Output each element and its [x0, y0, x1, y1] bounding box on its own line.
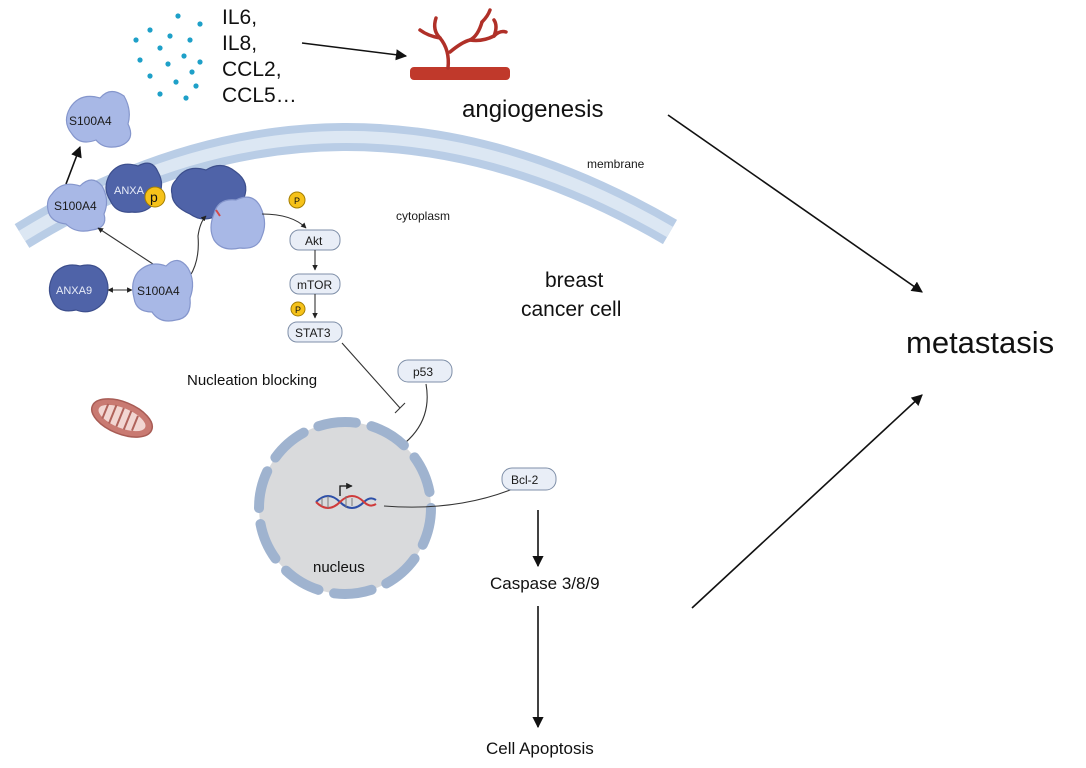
cytokine-dot	[175, 13, 181, 19]
breast-label: breast	[545, 269, 604, 292]
cytokine-il6: IL6,	[222, 6, 257, 29]
s100a4-membrane-protein: S100A4	[46, 179, 108, 232]
phospho-badge-akt: P	[288, 191, 306, 209]
arrow-angiogenesis-to-metastasis	[667, 114, 923, 293]
stat3-label: STAT3	[295, 326, 331, 340]
mtor-node: mTOR	[289, 273, 341, 295]
cytokine-dot	[133, 37, 139, 43]
arrow-s100a4-secretion	[65, 145, 82, 185]
protein-complex-icon	[170, 164, 266, 250]
stat3-node: STAT3	[287, 321, 343, 343]
bcl2-node: Bcl-2	[501, 467, 557, 491]
blood-vessel-icon	[410, 8, 510, 80]
mtor-label: mTOR	[297, 278, 332, 292]
cell-apoptosis-label: Cell Apoptosis	[486, 739, 594, 758]
cytokine-dot	[147, 27, 153, 33]
nucleus-label: nucleus	[313, 559, 365, 576]
nucleation-blocking-label: Nucleation blocking	[187, 372, 317, 389]
cytokine-dot	[157, 91, 163, 97]
nucleus	[254, 417, 436, 599]
s100a4-secreted-protein: S100A4	[65, 90, 132, 148]
arrow-cytokines-to-angiogenesis	[301, 42, 408, 61]
metastasis-label: metastasis	[906, 325, 1054, 360]
phospho-label: p	[150, 189, 158, 205]
cytokine-dot	[157, 45, 163, 51]
arrow-caspase-to-metastasis	[691, 394, 923, 609]
s100a4-top-label: S100A4	[69, 114, 112, 128]
akt-label: Akt	[305, 234, 323, 248]
cancer-cell-label: cancer cell	[521, 298, 621, 321]
cytokine-dot	[197, 21, 203, 27]
cytokine-dot	[189, 69, 195, 75]
cytokine-dot	[193, 83, 199, 89]
bcl2-label: Bcl-2	[511, 473, 539, 487]
cytokine-dot	[147, 73, 153, 79]
arrow-s100a4-to-membrane	[97, 227, 157, 267]
s100a4-membrane-label: S100A4	[54, 199, 97, 213]
arrow-dna-to-bcl2	[383, 485, 521, 508]
cytokine-ccl2: CCL2,	[222, 58, 282, 81]
secreted-cytokines-label: IL6, IL8, CCL2, CCL5…	[222, 6, 297, 107]
dna-icon	[315, 482, 377, 509]
inhibition-stat3-to-nucleus	[341, 342, 406, 414]
cytokine-dot	[181, 53, 187, 59]
cytokine-dot	[137, 57, 143, 63]
svg-text:P: P	[294, 196, 300, 206]
p53-label: p53	[413, 365, 433, 379]
cytokine-dot	[197, 59, 203, 65]
s100a4-cytoplasmic-protein: S100A4	[132, 259, 194, 322]
cytokine-ccl5: CCL5…	[222, 84, 297, 107]
cytokine-dot	[165, 61, 171, 67]
p53-node: p53	[397, 359, 453, 383]
caspase-label: Caspase 3/8/9	[490, 574, 600, 593]
secreted-cytokine-dots	[133, 13, 203, 101]
akt-node: Akt	[289, 229, 341, 251]
phospho-badge-anxa: p	[144, 186, 166, 208]
membrane-label: membrane	[587, 157, 645, 171]
s100a4-bottom-label: S100A4	[137, 284, 180, 298]
cytokine-dot	[173, 79, 179, 85]
cytokine-dot	[167, 33, 173, 39]
mitochondria-icon	[90, 398, 154, 438]
anxa9-label: ANXA9	[56, 285, 92, 297]
arrow-complex-to-akt	[261, 213, 307, 229]
anxa9-protein: ANXA9	[48, 264, 109, 313]
anxa-label: ANXA	[114, 185, 145, 197]
cytokine-il8: IL8,	[222, 32, 257, 55]
svg-text:P: P	[295, 305, 301, 315]
cytoplasm-label: cytoplasm	[396, 209, 450, 223]
phospho-badge-stat3: P	[290, 301, 306, 317]
cytokine-dot	[183, 95, 189, 101]
cytokine-dot	[187, 37, 193, 43]
angiogenesis-label: angiogenesis	[462, 96, 603, 123]
arrow-s100a4-to-complex	[189, 215, 207, 277]
